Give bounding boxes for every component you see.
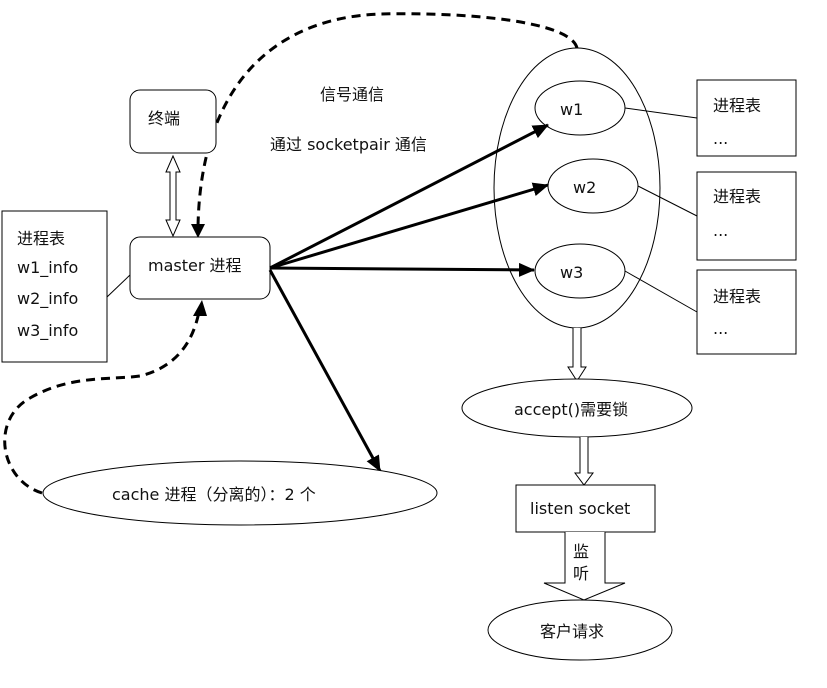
- listen-arrow-label-2: 听: [573, 564, 589, 583]
- worker-w3-label: w3: [560, 263, 583, 282]
- arrow-master-w1: [269, 123, 549, 270]
- terminal-master-double-arrow: [165, 154, 181, 238]
- worker-w2-table-connector: [637, 185, 698, 217]
- worker-w2-table-more: ...: [713, 221, 728, 240]
- terminal-box: [129, 89, 217, 154]
- worker-w2-label: w2: [573, 178, 596, 197]
- client-request-ellipse: [487, 599, 673, 661]
- master-process-table: [1, 210, 108, 363]
- arrow-workers-accept: [567, 328, 587, 382]
- listen-socket-label: listen socket: [530, 499, 630, 518]
- signal-arrowhead-master-bottom: [193, 300, 207, 316]
- master-table-title: 进程表: [17, 229, 65, 248]
- signal-annotation: 信号通信: [320, 85, 384, 104]
- arrow-accept-listen: [574, 437, 594, 486]
- worker-w3-table-connector: [624, 270, 698, 313]
- cache-label: cache 进程（分离的）：2 个: [112, 485, 316, 504]
- arrow-master-w3: [269, 262, 535, 277]
- worker-w3-table-title: 进程表: [713, 287, 761, 306]
- worker-w3-table-more: ...: [713, 319, 728, 338]
- signal-arrowhead-master-top: [191, 224, 205, 238]
- worker-w2-table-title: 进程表: [713, 187, 761, 206]
- worker-w1-table-more: ...: [713, 129, 728, 148]
- master-label: master 进程: [148, 256, 242, 275]
- worker-w1-table-connector: [624, 107, 698, 119]
- master-table-row: w1_info: [17, 258, 78, 278]
- accept-label: accept()需要锁: [514, 400, 628, 419]
- cache-ellipse: [42, 460, 438, 526]
- client-request-label: 客户请求: [540, 622, 604, 641]
- master-table-row: w3_info: [17, 321, 78, 341]
- worker-w1-label: w1: [560, 100, 583, 119]
- arrow-master-w2: [269, 182, 549, 270]
- worker-w1-table-title: 进程表: [713, 96, 761, 115]
- terminal-label: 终端: [148, 109, 180, 128]
- socketpair-annotation: 通过 socketpair 通信: [270, 135, 427, 154]
- worker-w1-process-table: [696, 79, 797, 157]
- accept-ellipse: [461, 378, 693, 438]
- arrow-master-cache: [268, 269, 382, 472]
- signal-curve-master-workers: [196, 12, 579, 229]
- worker-w2-process-table: [696, 171, 797, 261]
- listen-arrow-label-1: 监: [573, 542, 589, 561]
- signal-curve-cache-master: [3, 311, 201, 495]
- worker-w3-process-table: [696, 269, 797, 355]
- master-table-row: w2_info: [17, 289, 78, 309]
- master-table-connector: [106, 274, 131, 298]
